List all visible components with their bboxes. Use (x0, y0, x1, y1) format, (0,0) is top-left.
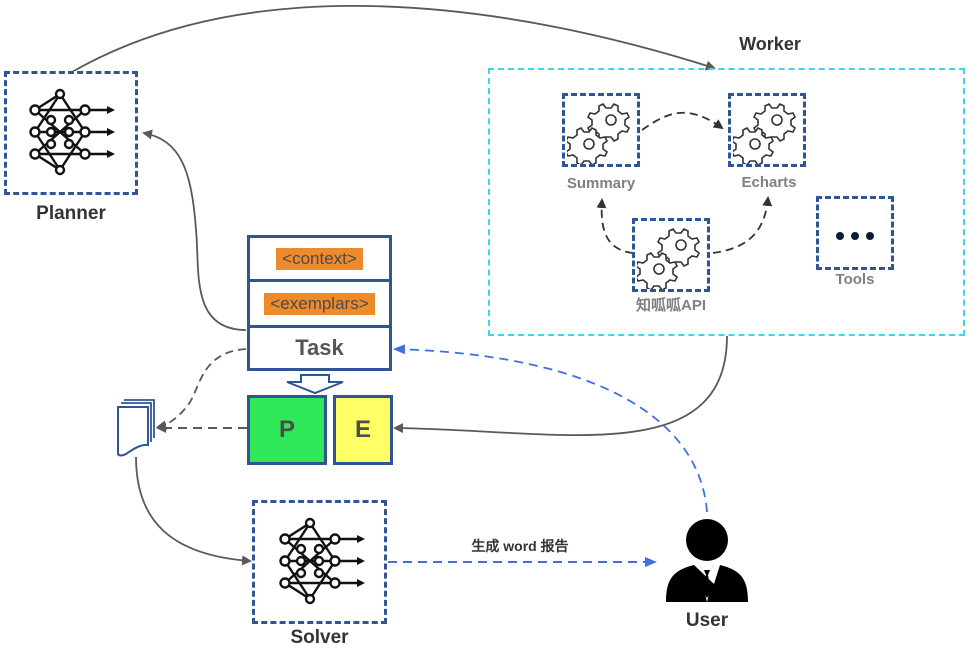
exemplars-tag: <exemplars> (264, 292, 375, 315)
plan-label: P (278, 416, 295, 443)
solver-node[interactable] (252, 500, 387, 624)
arrow-task-to-document (156, 348, 247, 431)
arrow-task-to-planner (142, 129, 247, 331)
worker-title: Worker (739, 34, 801, 54)
arrow-document-to-solver (135, 456, 252, 566)
arrow-user-to-task (393, 344, 708, 513)
context-cell: <context> (247, 235, 392, 282)
exemplars-cell: <exemplars> (247, 279, 392, 328)
tool-api[interactable] (632, 218, 710, 292)
tool-summary[interactable] (562, 93, 640, 167)
gears-icon (567, 102, 631, 164)
plan-box[interactable]: P (247, 395, 327, 465)
gears-icon (733, 102, 797, 164)
arrow-planner-to-worker (71, 5, 716, 73)
tool-echarts[interactable] (728, 93, 806, 167)
down-arrow-icon (286, 374, 344, 395)
gears-icon (637, 227, 701, 289)
arrow-api-to-summary (596, 198, 634, 254)
planner-label: Planner (36, 203, 106, 224)
evidence-box[interactable]: E (333, 395, 393, 465)
task-cell[interactable]: Task (247, 325, 392, 371)
tool-more[interactable] (816, 196, 894, 270)
document-stack-icon[interactable] (116, 398, 160, 460)
solver-label: Solver (290, 627, 349, 648)
evidence-label: E (354, 416, 371, 443)
neural-network-icon (29, 88, 115, 176)
tool-summary-label: Summary (566, 175, 636, 192)
neural-network-icon (279, 517, 365, 605)
tool-api-label: 知呱呱API (635, 297, 706, 314)
tool-more-label: Tools (835, 271, 875, 288)
ellipsis-icon (836, 232, 874, 240)
arrow-summary-to-echarts (641, 111, 724, 131)
tool-echarts-label: Echarts (741, 174, 797, 191)
planner-node[interactable] (4, 71, 138, 195)
context-tag: <context> (276, 247, 363, 270)
user-icon[interactable] (664, 518, 750, 606)
worker-frame (488, 68, 965, 336)
solver-to-user-label: 生成 word 报告 (471, 538, 569, 554)
arrow-api-to-echarts (712, 196, 773, 254)
task-label: Task (295, 335, 344, 360)
arrow-worker-to-evidence (393, 335, 728, 436)
user-label: User (685, 610, 729, 631)
